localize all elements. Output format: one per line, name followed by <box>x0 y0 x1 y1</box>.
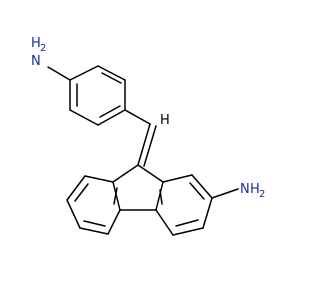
amine-right-label: N H 2 <box>240 182 265 200</box>
bond <box>83 220 106 227</box>
bond <box>175 219 199 227</box>
bond <box>97 109 126 126</box>
bond <box>137 164 164 183</box>
bond <box>69 109 99 126</box>
bond <box>159 189 163 205</box>
amine-top-h: H <box>31 36 41 51</box>
bond <box>101 72 122 84</box>
methine-h-label: H <box>160 113 170 128</box>
fluorene-right-ring <box>155 174 213 236</box>
double-bond <box>137 123 151 166</box>
bond <box>162 174 193 183</box>
bond <box>112 164 139 183</box>
bond <box>124 109 151 125</box>
bond <box>66 199 81 229</box>
amine-top-label: H 2 N <box>31 36 46 69</box>
fluorene-five-ring <box>112 164 164 211</box>
amine-right-n: N <box>240 182 250 197</box>
bond <box>97 65 126 81</box>
bond <box>202 197 213 229</box>
amine-right-h-count: 2 <box>259 189 265 200</box>
amine-right-h: H <box>250 182 260 197</box>
bond <box>107 209 121 235</box>
bond <box>74 183 89 202</box>
fluorene-left-ring <box>66 175 121 235</box>
bond <box>211 188 239 199</box>
bond <box>69 65 99 81</box>
bond <box>155 209 174 236</box>
bond <box>155 181 164 211</box>
aminophenyl-ring <box>69 65 126 126</box>
amine-top-n: N <box>31 54 41 69</box>
molecule-drawing: H H 2 N N H 2 <box>31 36 265 236</box>
bond <box>47 66 71 81</box>
bond <box>113 187 118 205</box>
amine-top-h-count: 2 <box>40 43 46 54</box>
double-bond <box>143 125 157 167</box>
bond <box>79 227 109 235</box>
bond <box>191 174 213 199</box>
bond <box>66 175 86 201</box>
bond <box>189 182 205 200</box>
bond <box>84 175 114 183</box>
bond <box>112 181 121 211</box>
bond <box>99 105 121 118</box>
bond <box>172 227 204 236</box>
structure-canvas: H H 2 N N H 2 <box>31 36 266 236</box>
